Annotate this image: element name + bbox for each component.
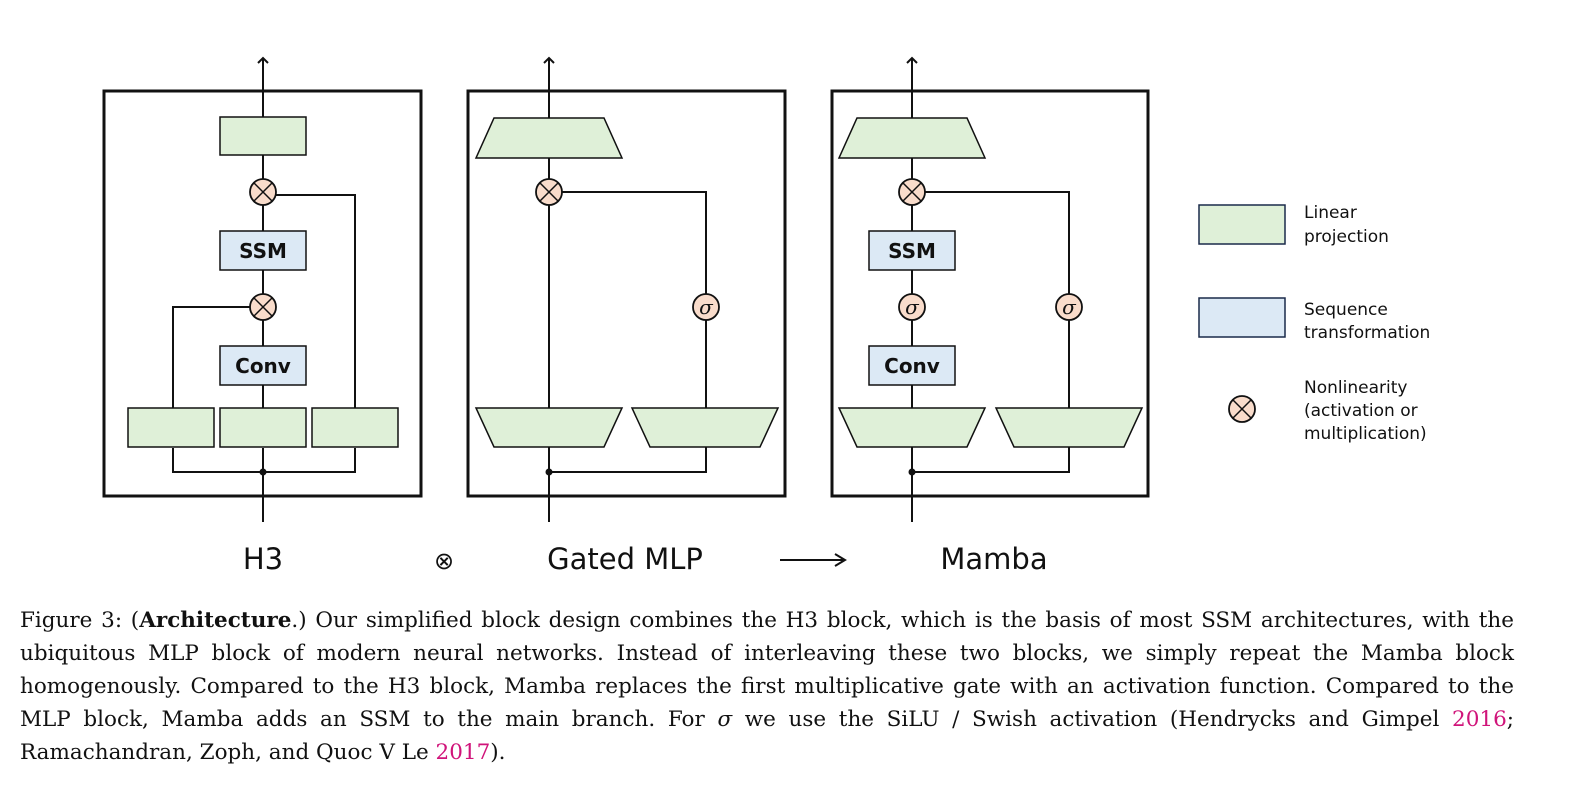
h3-conv-box xyxy=(219,345,307,386)
svg-text:σ: σ xyxy=(1062,295,1077,319)
mamba-title: Mamba xyxy=(940,542,1047,576)
gated-mlp-block: σ xyxy=(466,56,787,522)
h3-multiply-icon-lower xyxy=(249,293,277,321)
figure-caption: Figure 3: (Architecture.) Our simplified… xyxy=(20,604,1514,769)
h3-ssm-box xyxy=(219,230,307,271)
mamba-ssm-label: SSM xyxy=(888,239,936,263)
h3-connectors xyxy=(172,56,356,522)
mamba-up-projection xyxy=(837,117,987,159)
caption-body-3: ; Ramachandran, Zoph, and Quoc V Le xyxy=(20,707,1514,765)
gated-mlp-down-projection-left xyxy=(474,407,624,448)
legend-nonlin-line2: (activation or xyxy=(1304,401,1418,421)
h3-ssm-label: SSM xyxy=(239,239,287,263)
h3-linear-projection-left xyxy=(127,407,215,448)
gated-mlp-title: Gated MLP xyxy=(547,542,703,576)
gated-mlp-multiply-icon xyxy=(535,178,563,206)
svg-text:σ: σ xyxy=(905,295,920,319)
h3-title: H3 xyxy=(243,542,283,576)
gated-mlp-connectors xyxy=(543,56,707,522)
legend-linear-line2: projection xyxy=(1304,227,1389,247)
caption-sigma: σ xyxy=(717,707,733,732)
architecture-figure: Conv SSM σ xyxy=(102,56,1430,576)
legend-sequence-swatch xyxy=(1198,297,1286,338)
gated-mlp-down-projection-right xyxy=(630,407,780,448)
legend-nonlin-line1: Nonlinearity xyxy=(1304,378,1407,398)
legend-nonlinearity-icon xyxy=(1228,395,1256,423)
mamba-multiply-icon xyxy=(898,178,926,206)
caption-fig-label: Figure 3: ( xyxy=(20,608,140,633)
legend-sequence-line2: transformation xyxy=(1304,323,1430,343)
right-arrow-icon xyxy=(780,553,847,567)
gated-mlp-sigma-icon: σ xyxy=(692,293,720,321)
mamba-conv-box xyxy=(868,345,956,386)
caption-body-2: we use the SiLU / Swish activation (Hend… xyxy=(732,707,1453,732)
caption-body: .) Our simplified block design combines … xyxy=(20,608,1514,732)
legend-linear-line1: Linear xyxy=(1304,203,1357,223)
combine-otimes-icon: ⊗ xyxy=(434,547,454,575)
mamba-junction-dot xyxy=(908,468,916,476)
gated-mlp-frame xyxy=(466,89,787,498)
legend-nonlin-line3: multiplication) xyxy=(1304,424,1427,444)
svg-text:σ: σ xyxy=(699,295,714,319)
gated-mlp-junction-dot xyxy=(545,468,553,476)
citation-link-2016[interactable]: 2016 xyxy=(1452,707,1507,732)
legend-linear-swatch xyxy=(1198,204,1286,245)
mamba-down-projection-left xyxy=(837,407,987,448)
mamba-conv-label: Conv xyxy=(884,354,940,378)
mamba-ssm-box xyxy=(868,230,956,271)
h3-block: Conv SSM xyxy=(102,56,423,522)
h3-junction-dot xyxy=(259,468,267,476)
citation-link-2017[interactable]: 2017 xyxy=(435,740,491,765)
h3-linear-projection-right xyxy=(311,407,399,448)
caption-bold-title: Architecture xyxy=(139,608,292,633)
mamba-sigma-icon-gate: σ xyxy=(1055,293,1083,321)
h3-linear-projection-middle xyxy=(219,407,307,448)
h3-multiply-icon-upper xyxy=(249,178,277,206)
gated-mlp-up-projection xyxy=(474,117,624,159)
caption-end: ). xyxy=(490,740,506,765)
legend-sequence-line1: Sequence xyxy=(1304,300,1388,320)
mamba-connectors xyxy=(906,56,1070,522)
mamba-sigma-icon-main: σ xyxy=(898,293,926,321)
mamba-frame xyxy=(830,89,1150,498)
legend: Linear projection Sequence transformatio… xyxy=(1198,203,1430,444)
h3-conv-label: Conv xyxy=(235,354,291,378)
mamba-down-projection-right xyxy=(994,407,1144,448)
h3-linear-projection-top xyxy=(219,116,307,156)
mamba-block: Conv SSM σ σ xyxy=(830,56,1150,522)
